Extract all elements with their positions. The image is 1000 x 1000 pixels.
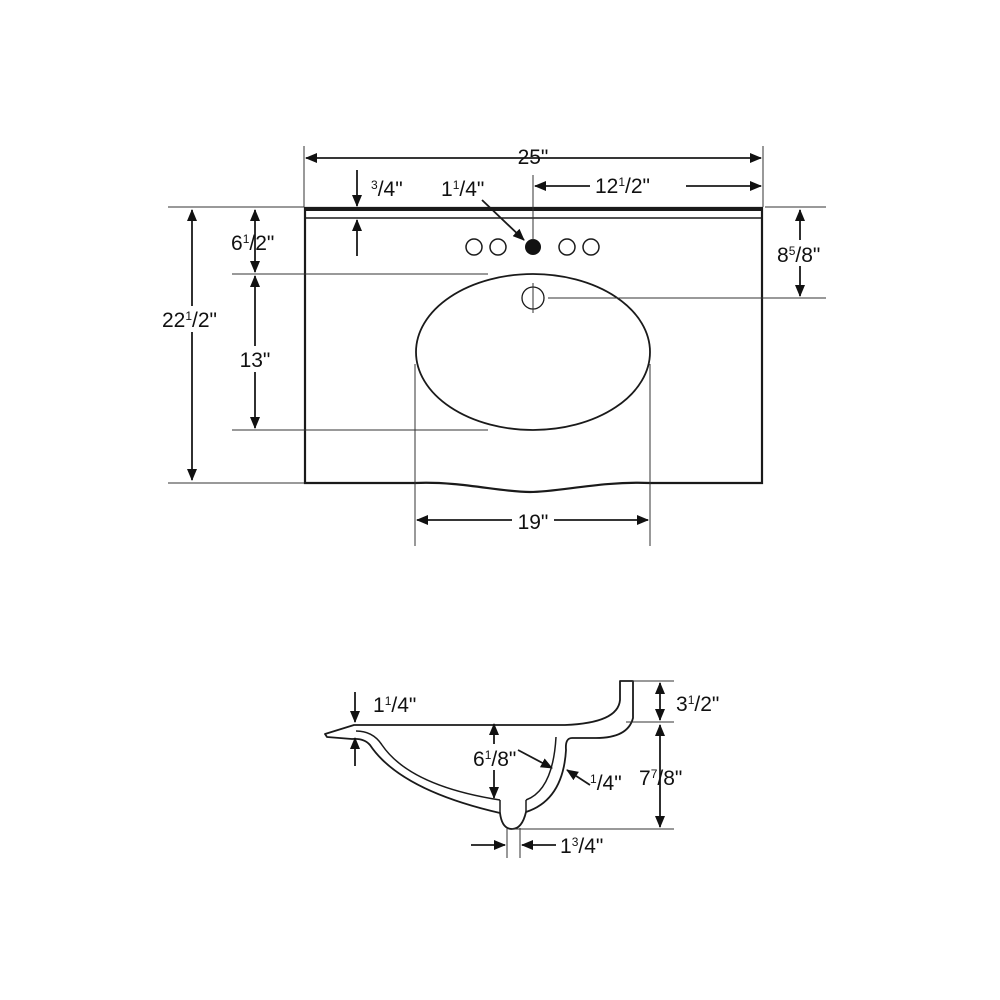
label-bowl-depth: 13" [240, 349, 271, 372]
faucet-center-hole [525, 239, 541, 255]
label-half-width: 121/2" [595, 175, 650, 198]
leader-wall [566, 769, 591, 786]
label-backsplash-height: 31/2" [676, 693, 719, 716]
label-drain-width: 13/4" [560, 835, 603, 858]
leader-center-hole [481, 199, 525, 241]
label-bg [472, 744, 516, 770]
faucet-hole [465, 238, 483, 256]
faucet-hole [489, 238, 507, 256]
label-wall: 1/4" [590, 772, 622, 795]
faucet-hole [558, 238, 576, 256]
faucet-hole [582, 238, 600, 256]
side-view: 11/4" 31/2" 61/8" 1/4" 77/8" 13/4" [324, 680, 719, 858]
label-bowl-inner-depth: 61/8" [473, 748, 516, 771]
label-bowl-width: 19" [518, 511, 549, 534]
label-top-to-bowl: 61/2" [231, 232, 274, 255]
top-view: 25" 3/4" 11/4" 121/2" 61/2" 221/2" 13" 8… [160, 146, 826, 546]
label-backsplash: 3/4" [371, 178, 403, 201]
leader-bowl-inner [517, 749, 553, 769]
label-bg [590, 170, 686, 196]
countertop-outline [303, 206, 764, 494]
label-bg [512, 508, 554, 534]
label-depth: 221/2" [162, 309, 217, 332]
label-bg [236, 346, 276, 372]
label-drain-offset: 85/8" [777, 244, 820, 267]
label-total-height: 77/8" [639, 767, 682, 790]
bowl-inner-wall [525, 736, 557, 801]
label-width: 25" [518, 146, 549, 169]
label-bg [160, 306, 224, 332]
label-center-hole: 11/4" [441, 178, 484, 201]
bowl-inner-wall [355, 730, 501, 801]
label-rim: 11/4" [373, 694, 416, 717]
label-bg [776, 240, 826, 266]
sink-bowl [415, 273, 651, 431]
